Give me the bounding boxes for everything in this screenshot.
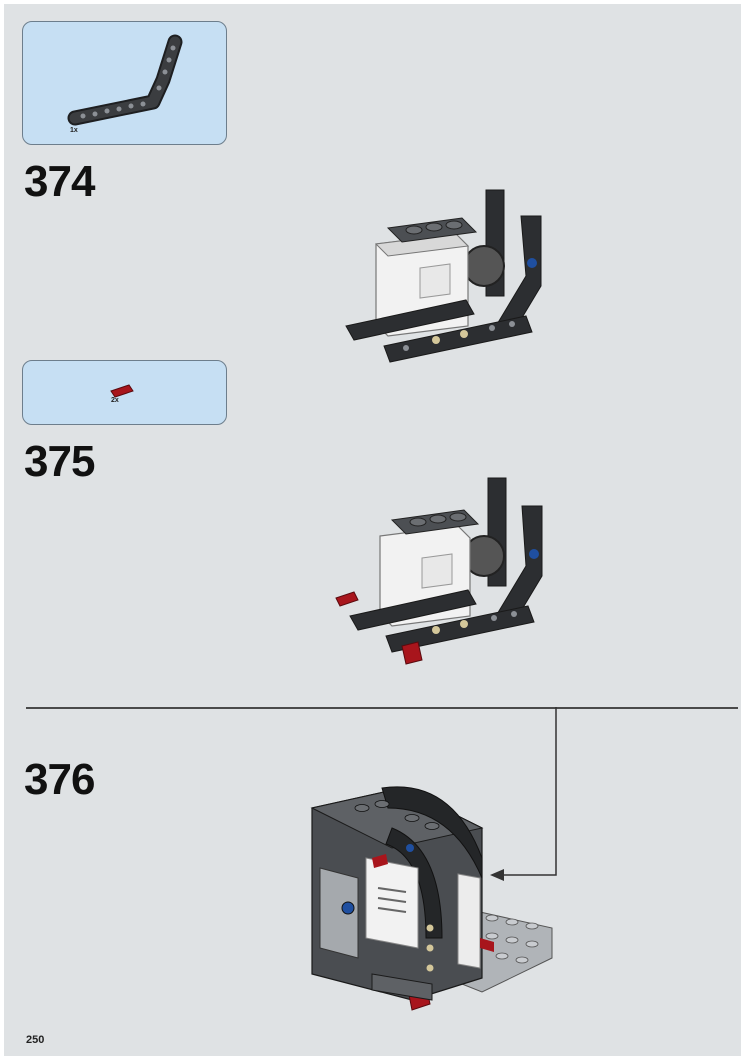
- part-quantity-375: 2x: [111, 397, 119, 404]
- step-number-374: 374: [24, 157, 95, 206]
- parts-callout-374: [22, 21, 227, 145]
- model-step-376: [310, 786, 553, 1011]
- step-number-375: 375: [24, 437, 95, 486]
- section-divider: [26, 707, 738, 709]
- placement-arrow: [490, 707, 557, 881]
- model-step-374: [345, 189, 542, 363]
- technic-beam-bent-part: [67, 34, 183, 126]
- page-number: 250: [26, 1034, 45, 1046]
- axle-pin-red-part: [110, 384, 134, 398]
- parts-callout-375: [22, 360, 227, 425]
- model-step-375: [335, 477, 543, 665]
- instruction-page: 1x 374 2x 375: [4, 4, 741, 1056]
- step-number-376: 376: [24, 755, 95, 804]
- part-quantity-374: 1x: [70, 127, 78, 134]
